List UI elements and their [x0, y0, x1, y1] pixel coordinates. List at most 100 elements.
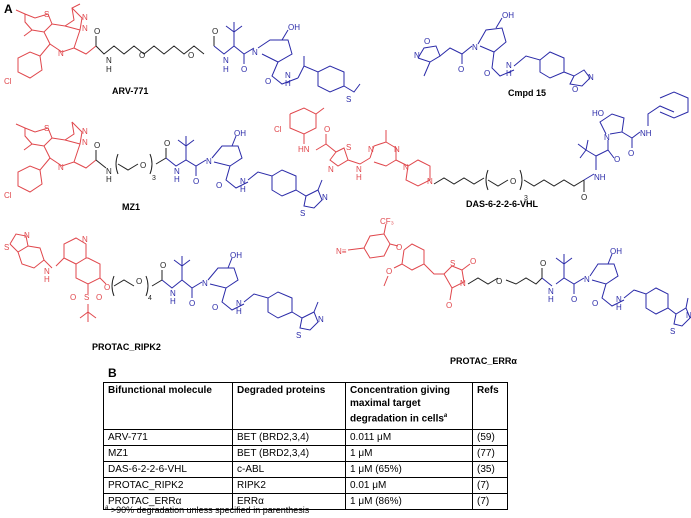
svg-text:H: H: [44, 275, 50, 284]
protac-ripk2-structure-icon: S N N H N S O O O O 4 O N H O N OH: [4, 231, 324, 340]
svg-text:H: H: [240, 185, 246, 194]
cell-proteins: ERRα: [232, 493, 346, 510]
cell-refs: (35): [472, 461, 508, 478]
molecule-name: DAS-6-2-2-6-VHL: [466, 199, 539, 209]
cell-concentration: 0.011 μM: [345, 429, 473, 446]
svg-text:O: O: [424, 37, 430, 46]
svg-text:N: N: [82, 138, 88, 147]
svg-text:O: O: [510, 177, 516, 186]
svg-text:N: N: [170, 289, 176, 298]
cell-molecule: PROTAC_ERRα: [103, 493, 233, 510]
svg-text:N: N: [584, 275, 590, 284]
table-row: DAS-6-2-2-6-VHL c-ABL 1 μM (65%) (35): [103, 461, 508, 478]
svg-text:H: H: [106, 175, 112, 184]
svg-text:N: N: [414, 51, 420, 60]
svg-text:N: N: [318, 315, 324, 324]
svg-text:O: O: [628, 149, 634, 158]
svg-text:O: O: [458, 65, 464, 74]
cell-concentration: 1 μM (86%): [345, 493, 473, 510]
svg-text:N≡: N≡: [336, 247, 347, 256]
svg-text:N: N: [403, 163, 409, 172]
svg-text:H: H: [223, 65, 229, 74]
molecule-cmpd-15: N O O N OH O N H N O Cmpd 15: [410, 0, 600, 100]
svg-text:N: N: [285, 71, 291, 80]
cell-proteins: c-ABL: [232, 461, 346, 478]
svg-text:N: N: [82, 235, 88, 244]
molecule-name: Cmpd 15: [508, 88, 547, 98]
svg-text:N: N: [106, 56, 112, 65]
svg-text:N: N: [252, 48, 258, 57]
svg-text:N: N: [616, 295, 622, 304]
molecule-name: ARV-771: [112, 86, 149, 96]
svg-text:N: N: [223, 56, 229, 65]
svg-text:H: H: [506, 69, 512, 78]
svg-text:O: O: [193, 177, 199, 186]
svg-text:O: O: [96, 293, 102, 302]
svg-text:H: H: [236, 307, 242, 316]
svg-text:S: S: [44, 10, 49, 19]
svg-text:N: N: [472, 43, 478, 52]
svg-text:O: O: [164, 139, 170, 148]
svg-text:N: N: [236, 299, 242, 308]
svg-text:O: O: [592, 299, 598, 308]
svg-text:O: O: [139, 51, 145, 60]
svg-text:N: N: [506, 61, 512, 70]
cell-concentration: 0.01 μM: [345, 477, 473, 494]
svg-text:O: O: [324, 125, 330, 134]
svg-text:OH: OH: [288, 23, 300, 32]
svg-text:N: N: [202, 279, 208, 288]
das-vhl-structure-icon: Cl HN O S N N H N N N N O 3 O NH O N: [274, 91, 689, 202]
svg-text:S: S: [346, 143, 351, 152]
svg-text:N: N: [58, 49, 64, 58]
cell-proteins: BET (BRD2,3,4): [232, 445, 346, 462]
svg-text:O: O: [70, 293, 76, 302]
svg-text:H: H: [106, 65, 112, 74]
svg-text:S: S: [450, 259, 455, 268]
svg-text:N: N: [82, 127, 88, 136]
svg-text:O: O: [94, 141, 100, 150]
svg-text:O: O: [571, 295, 577, 304]
svg-text:S: S: [670, 327, 675, 336]
svg-text:O: O: [216, 181, 222, 190]
svg-text:O: O: [136, 277, 142, 286]
table-row: ARV-771 BET (BRD2,3,4) 0.011 μM (59): [103, 429, 508, 446]
cell-refs: (7): [472, 477, 508, 494]
svg-text:S: S: [84, 293, 89, 302]
svg-text:O: O: [540, 259, 546, 268]
svg-text:O: O: [614, 155, 620, 164]
svg-text:O: O: [396, 243, 402, 252]
svg-text:S: S: [300, 209, 305, 218]
svg-text:N: N: [58, 163, 64, 172]
degradation-table: Bifunctional molecule Degraded proteins …: [103, 382, 508, 510]
svg-text:O: O: [386, 267, 392, 276]
cell-proteins: RIPK2: [232, 477, 346, 494]
svg-text:CF₃: CF₃: [380, 217, 394, 226]
svg-text:4: 4: [148, 295, 152, 302]
svg-text:3: 3: [524, 195, 528, 202]
svg-text:O: O: [484, 69, 490, 78]
cell-refs: (7): [472, 493, 508, 510]
svg-text:N: N: [240, 177, 246, 186]
svg-text:N: N: [328, 165, 334, 174]
svg-text:N: N: [686, 311, 691, 320]
cell-molecule: DAS-6-2-2-6-VHL: [103, 461, 233, 478]
panel-b-label: B: [108, 366, 117, 380]
svg-text:O: O: [470, 257, 476, 266]
svg-text:Cl: Cl: [4, 191, 12, 200]
header-proteins: Degraded proteins: [232, 382, 346, 430]
molecule-arv-771: S N N N Cl O N H O O O N H O N OH O N: [0, 0, 361, 110]
header-refs: Refs: [472, 382, 508, 430]
protac-erra-structure-icon: N≡ CF₃ O O S O N O O O N H O N OH: [336, 217, 691, 336]
svg-text:HO: HO: [592, 109, 604, 118]
cmpd-15-structure-icon: N O O N OH O N H N O: [414, 11, 594, 94]
table-row: PROTAC_ERRα ERRα 1 μM (86%) (7): [103, 493, 508, 510]
svg-text:O: O: [581, 193, 587, 202]
svg-text:N: N: [106, 167, 112, 176]
svg-text:N: N: [460, 279, 466, 288]
svg-text:H: H: [170, 297, 176, 306]
svg-text:S: S: [346, 95, 351, 104]
svg-text:OH: OH: [234, 129, 246, 138]
table-row: MZ1 BET (BRD2,3,4) 1 μM (77): [103, 445, 508, 462]
svg-text:HN: HN: [298, 145, 310, 154]
svg-text:O: O: [212, 27, 218, 36]
